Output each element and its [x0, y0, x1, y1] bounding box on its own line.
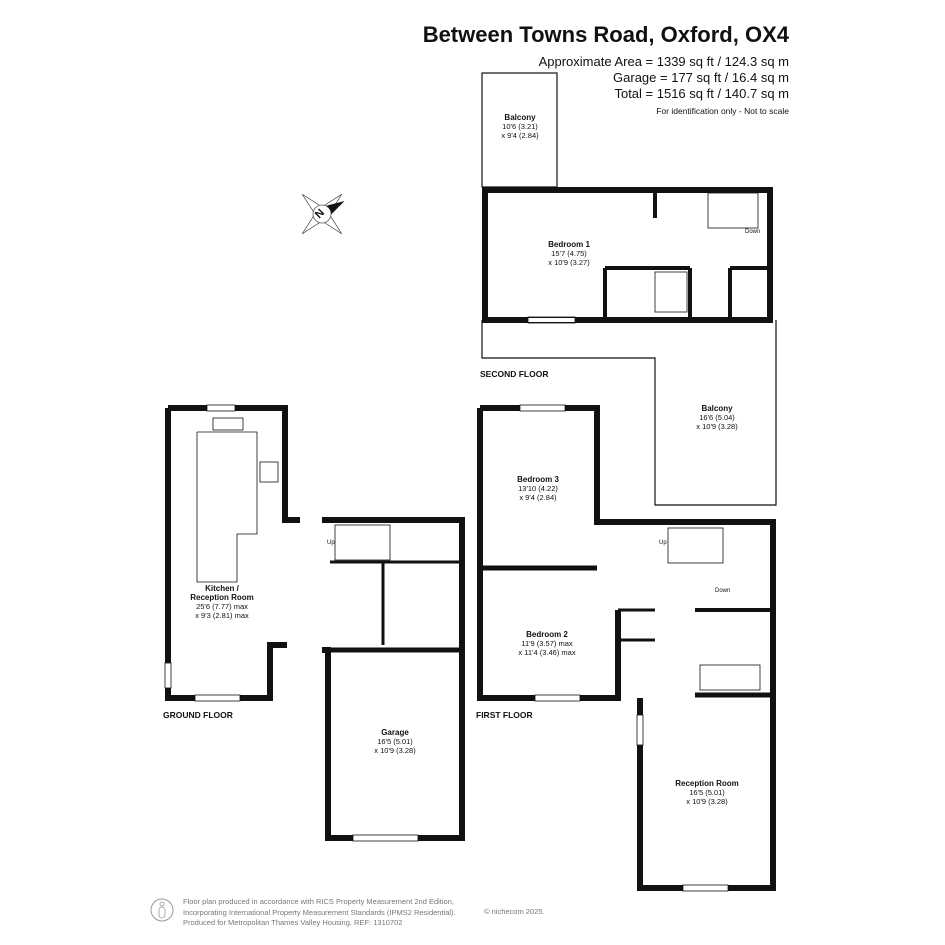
- footer-text: Floor plan produced in accordance with R…: [183, 897, 456, 927]
- total-area: Total = 1516 sq ft / 140.7 sq m: [614, 86, 789, 101]
- compass-icon: [301, 193, 345, 235]
- floor-label-first: FIRST FLOOR: [476, 710, 533, 720]
- stairs-down-label: Down: [745, 229, 761, 235]
- person-logo-icon: [150, 898, 174, 922]
- stairs-up-label: Up: [659, 540, 667, 546]
- copyright: © nichecom 2025.: [484, 907, 545, 916]
- ground-floor-plan: [164, 404, 465, 842]
- floor-label-ground: GROUND FLOOR: [163, 710, 233, 720]
- approximate-area: Approximate Area = 1339 sq ft / 124.3 sq…: [538, 54, 789, 69]
- floor-label-second: SECOND FLOOR: [480, 369, 549, 379]
- garage-area: Garage = 177 sq ft / 16.4 sq m: [613, 70, 789, 85]
- stairs-up-label: Up: [327, 540, 335, 546]
- first-floor-plan: [477, 404, 776, 892]
- stairs-down-label: Down: [715, 588, 731, 594]
- second-floor-plan: [481, 72, 777, 506]
- page-title: Between Towns Road, Oxford, OX4: [422, 22, 789, 47]
- scale-note: For identification only - Not to scale: [656, 106, 789, 116]
